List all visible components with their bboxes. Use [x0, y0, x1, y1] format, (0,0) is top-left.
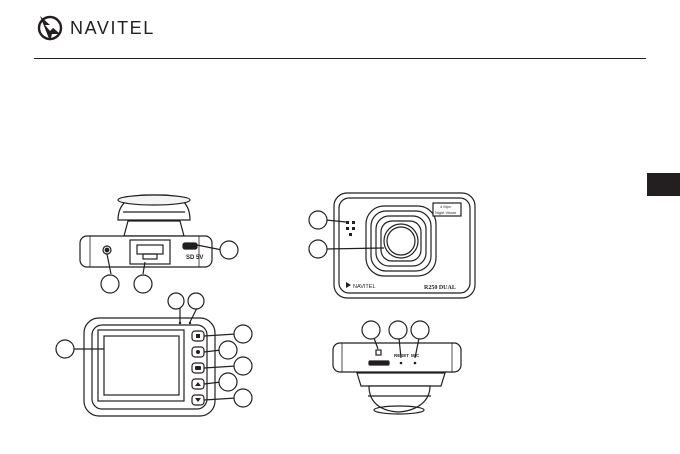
section-tab: [647, 173, 680, 196]
model-name: R250 DUAL: [424, 285, 456, 291]
device-back-view: [333, 192, 476, 299]
callouts-screen-view: [55, 292, 253, 408]
header-divider: [34, 58, 646, 59]
callouts-back-view: [308, 210, 385, 259]
callouts-bottom-view: [361, 320, 430, 359]
port-label: SD 5V: [186, 255, 203, 261]
device-bottom-view: [332, 342, 462, 415]
navitel-logo-icon: [37, 15, 63, 41]
badge-line-2: Night Vision: [435, 210, 456, 215]
reset-label: RESET: [394, 353, 409, 358]
brand-name: NAVITEL: [70, 17, 155, 38]
back-brand: NAVITEL: [353, 284, 376, 290]
device-top-view: [79, 194, 213, 268]
callouts-top-view: [100, 240, 239, 294]
navitel-logo: NAVITEL: [34, 12, 155, 44]
page-header: NAVITEL: [0, 0, 680, 60]
device-screen-view: [83, 317, 216, 417]
badge-line-1: 4 Mpx: [440, 204, 451, 209]
